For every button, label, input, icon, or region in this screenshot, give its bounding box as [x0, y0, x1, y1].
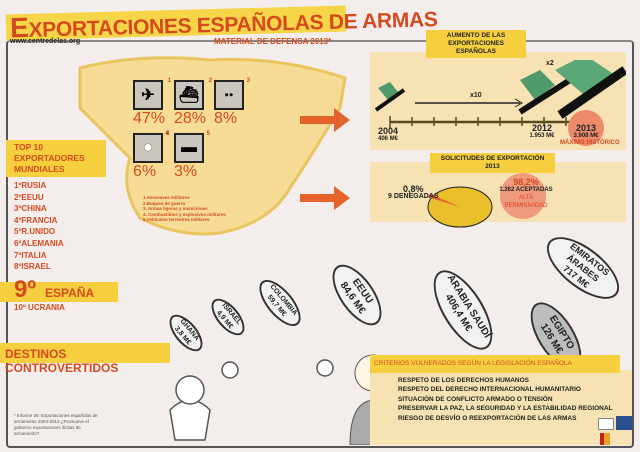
- ammunition-icon: ⁍⁍3: [214, 78, 250, 110]
- catalan-agency-logo: [600, 433, 610, 445]
- top10-heading: TOP 10 EXPORTADORES MUNDIALES: [6, 140, 106, 177]
- category-pct: 6%: [133, 163, 157, 180]
- category-pct: 8%: [214, 110, 238, 127]
- criteria-panel: [370, 370, 632, 445]
- requests-title: SOLICITUDES DE EXPORTACIÓN 2013: [430, 153, 555, 173]
- x2-label: x2: [546, 60, 554, 67]
- page-frame: [6, 40, 634, 448]
- rank-10: 10º UCRANIA: [14, 303, 65, 312]
- category-pct: 3%: [174, 163, 198, 180]
- airplane-icon: ✈1: [133, 78, 171, 110]
- arrow-right-icon: [300, 108, 350, 132]
- growth-title: AUMENTO DE LAS EXPORTACIONES ESPAÑOLAS: [426, 30, 526, 58]
- accepted-circle: [500, 173, 546, 219]
- civilians-illustration: [169, 359, 334, 441]
- category-pct: 47%: [133, 110, 166, 127]
- sponsor-logo: [598, 418, 614, 430]
- category-pct: 28%: [174, 110, 207, 127]
- x10-label: x10: [470, 92, 482, 99]
- subtitle: MATERIAL DE DEFENSA 2013*: [214, 37, 332, 46]
- title-banner: EXPORTACIONES ESPAÑOLAS DE ARMAS: [5, 5, 438, 43]
- website-url[interactable]: www.centredelas.org: [10, 38, 81, 45]
- denied-label: 0,8%9 DENEGADAS: [388, 184, 439, 201]
- criteria-title: CRITERIOS VULNERADOS SEGÚN LA LEGISLACIÓ…: [370, 355, 620, 373]
- sponsor-logo: [616, 416, 632, 430]
- footnote: * Informe 26: Exportaciones españolas de…: [14, 413, 98, 436]
- accepted-label: 98,2% 1.262 ACEPTADAS ALTA PERMISIVIDAD: [499, 177, 553, 210]
- requests-pie: [427, 186, 493, 228]
- record-label: MÁXIMO HISTÓRICO: [560, 140, 620, 146]
- bomb-icon: ●4: [133, 131, 169, 163]
- arrow-right-icon: [300, 186, 350, 210]
- tank-icon: ▬5: [174, 131, 210, 163]
- warship-icon: ⛴2: [174, 78, 212, 110]
- destinations-banner: DESTINOS CONTROVERTIDOS: [0, 343, 170, 375]
- record-circle: [568, 110, 604, 146]
- growth-timeline: [374, 60, 626, 128]
